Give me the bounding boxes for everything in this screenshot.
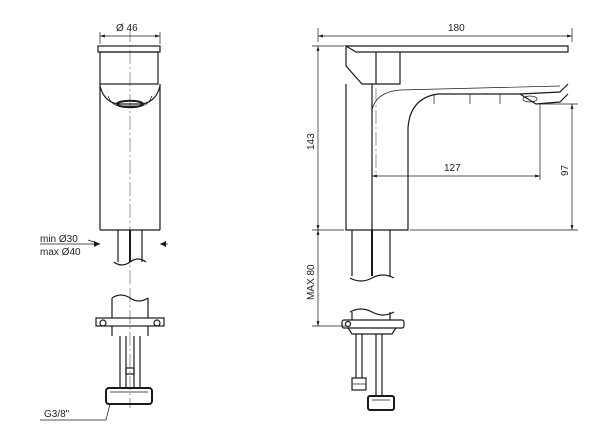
front-mounting-view: G3/8" (40, 288, 165, 421)
front-width-label: Ø 46 (116, 23, 138, 34)
front-view: Ø 46 min Ø30 max Ø40 (40, 23, 168, 285)
spout-reach-label: 127 (444, 163, 461, 174)
max-deck-label: MAX 80 (306, 264, 317, 300)
overall-length-label: 180 (448, 23, 465, 34)
side-view: 180 143 127 97 MAX 80 (306, 23, 578, 327)
spout-height-label: 97 (560, 164, 571, 176)
overall-height-label: 143 (306, 133, 317, 150)
side-mounting-view (341, 308, 405, 411)
connection-label: G3/8" (44, 409, 70, 420)
hole-min-label: min Ø30 (40, 234, 78, 245)
hole-max-label: max Ø40 (40, 247, 81, 258)
